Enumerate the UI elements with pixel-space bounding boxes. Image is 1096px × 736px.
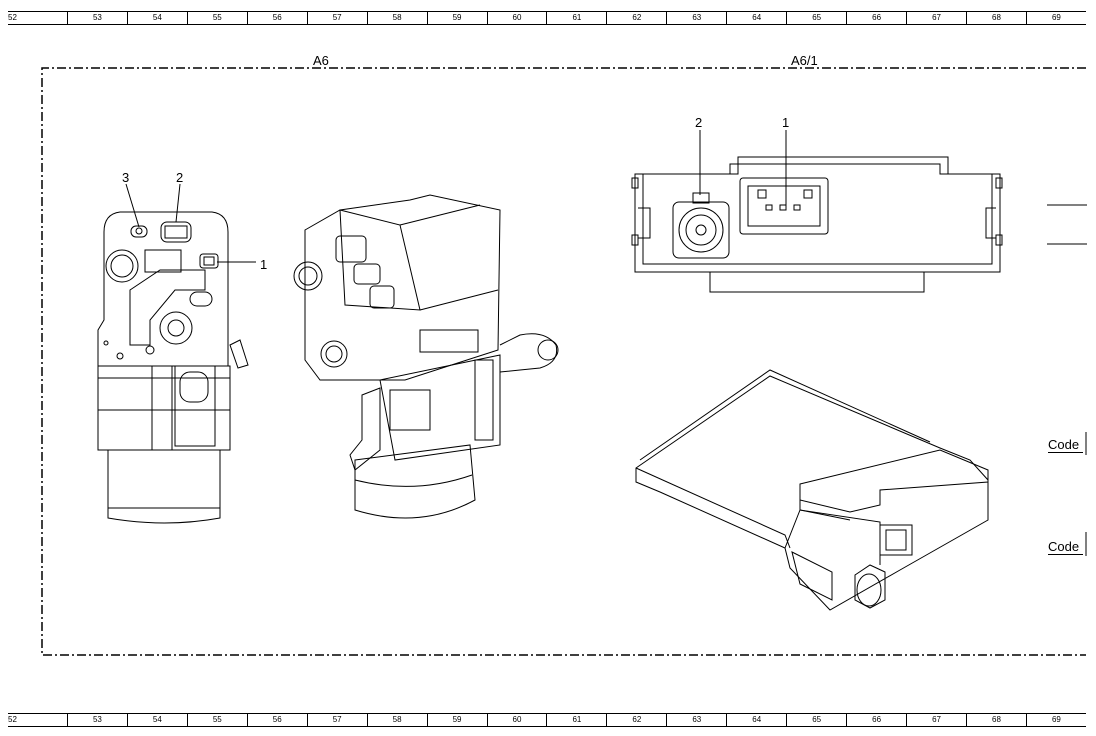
grid-ruler-cell: 68 [966, 12, 1026, 24]
component-a6-1-title: A6/1 [791, 53, 818, 68]
a6-front-view [97, 211, 249, 524]
grid-ruler-cell: 57 [306, 714, 367, 726]
grid-ruler-cell: 52 [8, 13, 17, 22]
grid-ruler-cell: 63 [666, 12, 726, 24]
grid-ruler-cell: 56 [246, 12, 307, 24]
a6-1-callout-2: 2 [695, 115, 703, 130]
grid-ruler-cell: 62 [606, 12, 666, 24]
right-edge-rules [1047, 204, 1087, 556]
grid-ruler-cell: 61 [546, 714, 606, 726]
component-boundary-dashed [41, 67, 1086, 656]
a6-1-callout-1: 1 [782, 115, 790, 130]
grid-ruler-cell: 52 [8, 715, 17, 724]
grid-ruler-cell: 59 [426, 714, 487, 726]
grid-ruler-cell: 55 [186, 714, 247, 726]
code-label-2: Code [1048, 540, 1084, 555]
grid-ruler-cell: 68 [966, 714, 1026, 726]
grid-ruler-cell: 59 [426, 12, 487, 24]
a6-1-callout-leaders [699, 130, 787, 205]
grid-ruler-cell: 57 [306, 12, 367, 24]
a6-1-top-view [631, 156, 1003, 293]
a6-perspective-view [293, 194, 559, 519]
a6-callout-2: 2 [176, 170, 184, 185]
grid-ruler-cell: 55 [186, 12, 247, 24]
grid-ruler-cell: 58 [366, 714, 427, 726]
grid-ruler-cell: 63 [666, 714, 726, 726]
a6-callout-1: 1 [260, 257, 268, 272]
grid-ruler-cell: 64 [726, 714, 786, 726]
grid-ruler-cell: 60 [486, 714, 547, 726]
component-a6-title: A6 [313, 53, 329, 68]
grid-ruler-cell: 66 [846, 714, 906, 726]
code-label-1: Code [1048, 438, 1084, 453]
grid-ruler-cell: 69 [1025, 12, 1086, 24]
grid-ruler-cell: 64 [726, 12, 786, 24]
grid-ruler-cell: 69 [1025, 714, 1086, 726]
grid-ruler-cell: 56 [246, 714, 307, 726]
grid-ruler-cell: 60 [486, 12, 547, 24]
grid-ruler-cell: 67 [906, 12, 966, 24]
grid-ruler-cell: 65 [786, 12, 846, 24]
a6-callout-3: 3 [122, 170, 130, 185]
grid-ruler-cell: 58 [366, 12, 427, 24]
a6-1-perspective-view [635, 369, 989, 611]
a6-callout-leaders [125, 183, 256, 263]
grid-ruler-cell: 66 [846, 12, 906, 24]
grid-ruler-cell: 54 [126, 12, 187, 24]
grid-ruler-cell: 67 [906, 714, 966, 726]
grid-ruler-cell: 61 [546, 12, 606, 24]
grid-ruler-cell: 54 [126, 714, 187, 726]
grid-ruler-cell: 62 [606, 714, 666, 726]
grid-ruler-cell: 53 [66, 12, 127, 24]
grid-ruler-cell: 65 [786, 714, 846, 726]
grid-ruler-cell: 53 [66, 714, 127, 726]
